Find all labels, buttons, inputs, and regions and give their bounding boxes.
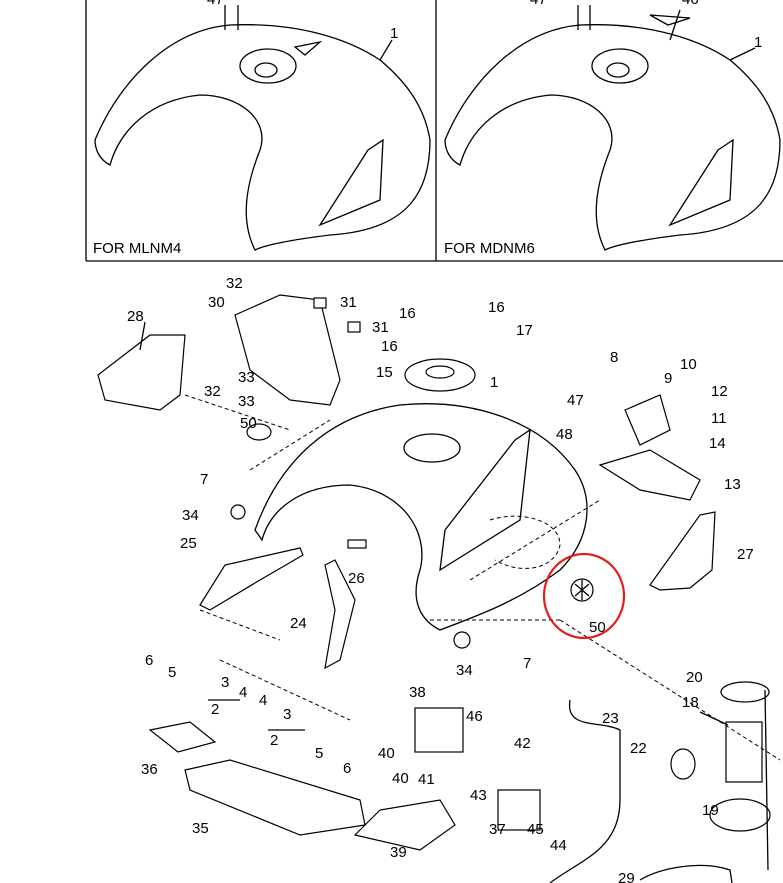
callout-label: 4	[259, 692, 267, 709]
callout-label: 1	[390, 25, 398, 42]
parts-shapes	[97, 294, 771, 883]
callout-label: 20	[686, 669, 703, 686]
leader-lines	[139, 321, 781, 871]
variant-frames	[85, 0, 783, 262]
callout-label: 3	[221, 674, 229, 691]
callout-label: 1	[490, 374, 498, 391]
callout-label: 5	[168, 664, 176, 681]
callout-label: 38	[409, 684, 426, 701]
callout-label: 25	[180, 535, 197, 552]
fuel-tank-main	[254, 403, 588, 631]
callout-label: 40	[392, 770, 409, 787]
callout-label: 11	[711, 410, 727, 427]
callout-label: 43	[470, 787, 487, 804]
callout-label: 8	[610, 349, 618, 366]
callout-label: 40	[378, 745, 395, 762]
variant-caption-mdnm6: FOR MDNM6	[444, 240, 535, 257]
callout-label: 2	[270, 732, 278, 749]
highlighted-part-50[interactable]	[542, 552, 626, 640]
callout-label: 6	[343, 760, 351, 777]
callout-label: 5	[315, 745, 323, 762]
callout-label: 15	[376, 364, 393, 381]
callout-label: 10	[680, 356, 697, 373]
fuel-tank-variant-mdnm6	[444, 5, 781, 251]
callout-label: 46	[466, 708, 483, 725]
callout-label: 13	[724, 476, 741, 493]
callout-label: 3	[283, 706, 291, 723]
callout-label: 26	[348, 570, 365, 587]
callout-label: 41	[418, 771, 435, 788]
callout-label: 16	[381, 338, 398, 355]
callout-label: 6	[145, 652, 153, 669]
highlight-circle	[542, 552, 626, 640]
callout-label: 17	[516, 322, 533, 339]
callout-label: 37	[489, 821, 506, 838]
callout-label: 47	[207, 0, 224, 8]
callout-label: 1	[754, 34, 762, 51]
callout-labels: 32 30 31 31 28 16 16 17 16 15 1 8 10 9 1…	[127, 275, 754, 883]
callout-label: 19	[702, 802, 719, 819]
callout-label: 45	[527, 821, 544, 838]
callout-label: 47	[567, 392, 584, 409]
callout-label: 34	[182, 507, 199, 524]
callout-label: 7	[200, 471, 208, 488]
callout-label: 36	[141, 761, 158, 778]
callout-label: 29	[618, 870, 635, 883]
callout-label: 48	[556, 426, 573, 443]
callout-label: 28	[127, 308, 144, 325]
callout-label: 42	[514, 735, 531, 752]
callout-label: 4	[239, 684, 247, 701]
callout-label: 27	[737, 546, 754, 563]
callout-label: 32	[226, 275, 243, 292]
callout-label: 16	[488, 299, 505, 316]
variant-caption-mlnm4: FOR MLNM4	[93, 240, 181, 257]
callout-label: 30	[208, 294, 225, 311]
callout-label: 44	[550, 837, 567, 854]
fuel-tank-variant-mlnm4	[94, 5, 431, 251]
callout-label: 39	[390, 844, 407, 861]
callout-label: 33	[238, 369, 255, 386]
callout-label: 32	[204, 383, 221, 400]
callout-label: 46	[682, 0, 699, 8]
callout-label: 23	[602, 710, 619, 727]
callout-label-highlighted: 50	[589, 619, 606, 636]
callout-label: 14	[709, 435, 726, 452]
callout-label: 12	[711, 383, 728, 400]
callout-label: 31	[340, 294, 357, 311]
callout-label: 34	[456, 662, 473, 679]
callout-label: 33	[238, 393, 255, 410]
callout-label: 9	[664, 370, 672, 387]
callout-label: 24	[290, 615, 307, 632]
callout-label: 22	[630, 740, 647, 757]
callout-label: 31	[372, 319, 389, 336]
callout-label: 2	[211, 701, 219, 718]
callout-label: 47	[530, 0, 547, 8]
callout-label: 7	[523, 655, 531, 672]
callout-label: 16	[399, 305, 416, 322]
callout-label: 35	[192, 820, 209, 837]
callout-label: 50	[240, 415, 257, 432]
callout-label: 18	[682, 694, 699, 711]
